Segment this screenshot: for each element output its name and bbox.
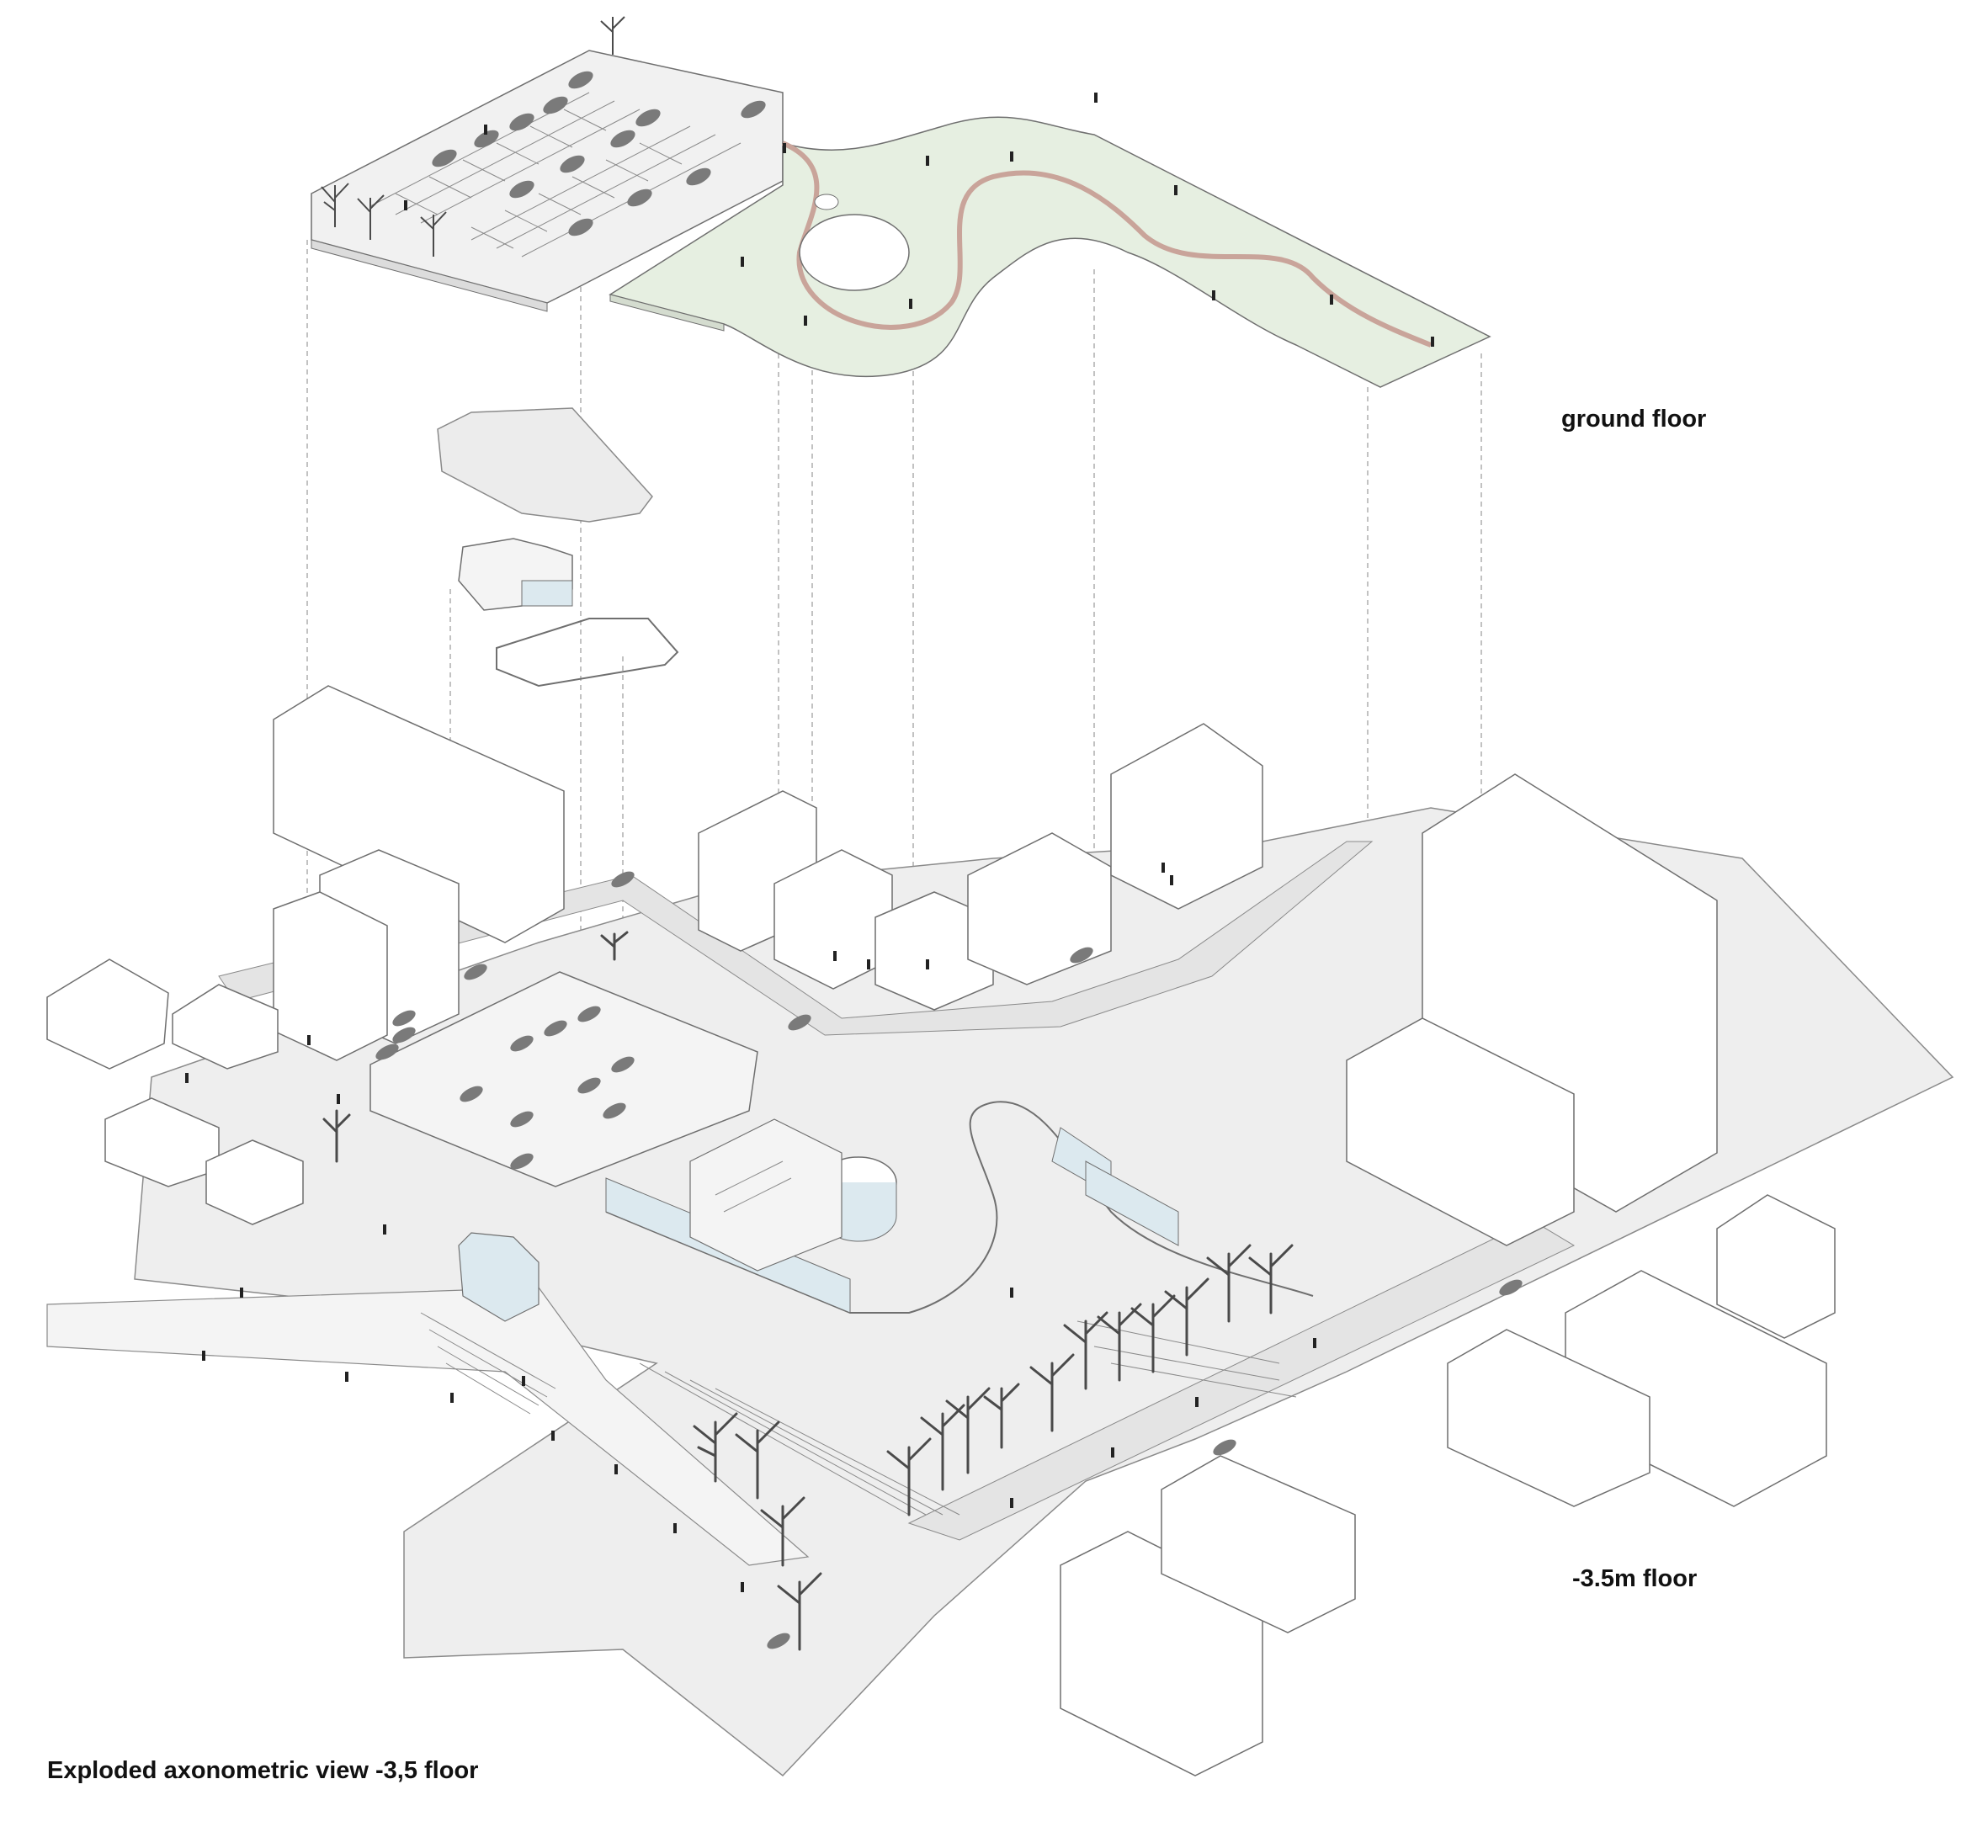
plaza-trees [322,931,1294,1651]
ground-floor-plate [311,16,1491,388]
people [185,93,1434,1592]
ground-floor-label: ground floor [1561,406,1707,433]
sunken-level [369,871,1523,1649]
minus-floor-label: -3.5m floor [1572,1565,1698,1592]
glass-facade [605,1101,1314,1314]
roof-slab [437,407,653,523]
intermediate-elements [437,407,679,688]
parking-stalls [369,92,742,258]
ground-trees [321,16,625,257]
rooms [689,1118,843,1272]
parked-cars [432,71,766,236]
context-buildings [46,685,1836,1776]
lower-parking [369,971,758,1187]
lower-cars [375,871,1523,1649]
ring-wall [496,618,679,688]
circular-void [799,214,910,291]
park-plate [609,116,1491,388]
cafe-enclosure [458,1232,540,1322]
stepped-terraces [420,1312,1297,1516]
drawing-title: Exploded axonometric view -3,5 floor [47,1757,479,1784]
